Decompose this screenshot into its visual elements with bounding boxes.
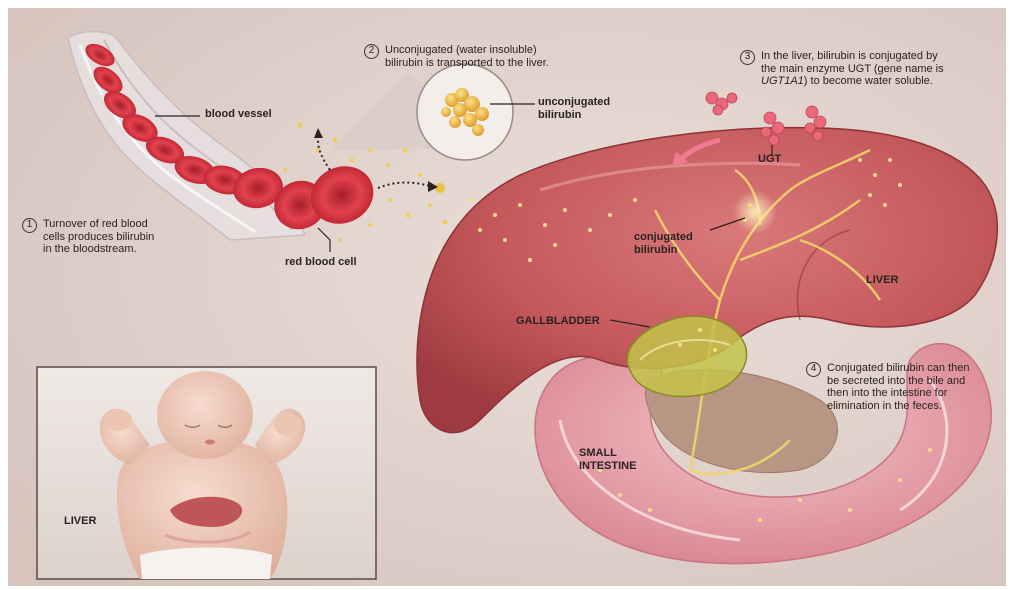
step-3-text-part1: In the liver, bilirubin is conjugated by… bbox=[761, 50, 944, 75]
step-3-gene-name: UGT1A1 bbox=[761, 75, 804, 87]
step-3-text: In the liver, bilirubin is conjugated by… bbox=[761, 50, 944, 88]
step-2-number: 2 bbox=[364, 44, 379, 59]
label-conjugated-bilirubin: conjugated bilirubin bbox=[634, 231, 693, 256]
label-red-blood-cell: red blood cell bbox=[285, 256, 357, 269]
label-gallbladder: GALLBLADDER bbox=[516, 315, 600, 328]
label-inset-liver: LIVER bbox=[64, 515, 96, 528]
step-3-text-part2: ) to become water soluble. bbox=[804, 75, 933, 87]
step-1-text: Turnover of red blood cells produces bil… bbox=[43, 218, 154, 256]
step-3-number: 3 bbox=[740, 50, 755, 65]
step-3: 3 In the liver, bilirubin is conjugated … bbox=[740, 50, 944, 88]
infant-inset bbox=[37, 367, 376, 579]
conjugation-glow bbox=[733, 190, 777, 234]
step-4-number: 4 bbox=[806, 362, 821, 377]
step-4: 4 Conjugated bilirubin can then be secre… bbox=[806, 362, 970, 413]
step-4-text: Conjugated bilirubin can then be secrete… bbox=[827, 362, 970, 413]
label-blood-vessel: blood vessel bbox=[205, 108, 272, 121]
label-small-intestine: SMALL INTESTINE bbox=[579, 447, 636, 472]
step-2-text: Unconjugated (water insoluble) bilirubin… bbox=[385, 44, 549, 69]
step-2: 2 Unconjugated (water insoluble) bilirub… bbox=[364, 44, 549, 69]
label-unconjugated-bilirubin: unconjugated bilirubin bbox=[538, 96, 610, 121]
step-1-number: 1 bbox=[22, 218, 37, 233]
label-liver: LIVER bbox=[866, 274, 898, 287]
label-ugt: UGT bbox=[758, 153, 781, 166]
step-1: 1 Turnover of red blood cells produces b… bbox=[22, 218, 154, 256]
